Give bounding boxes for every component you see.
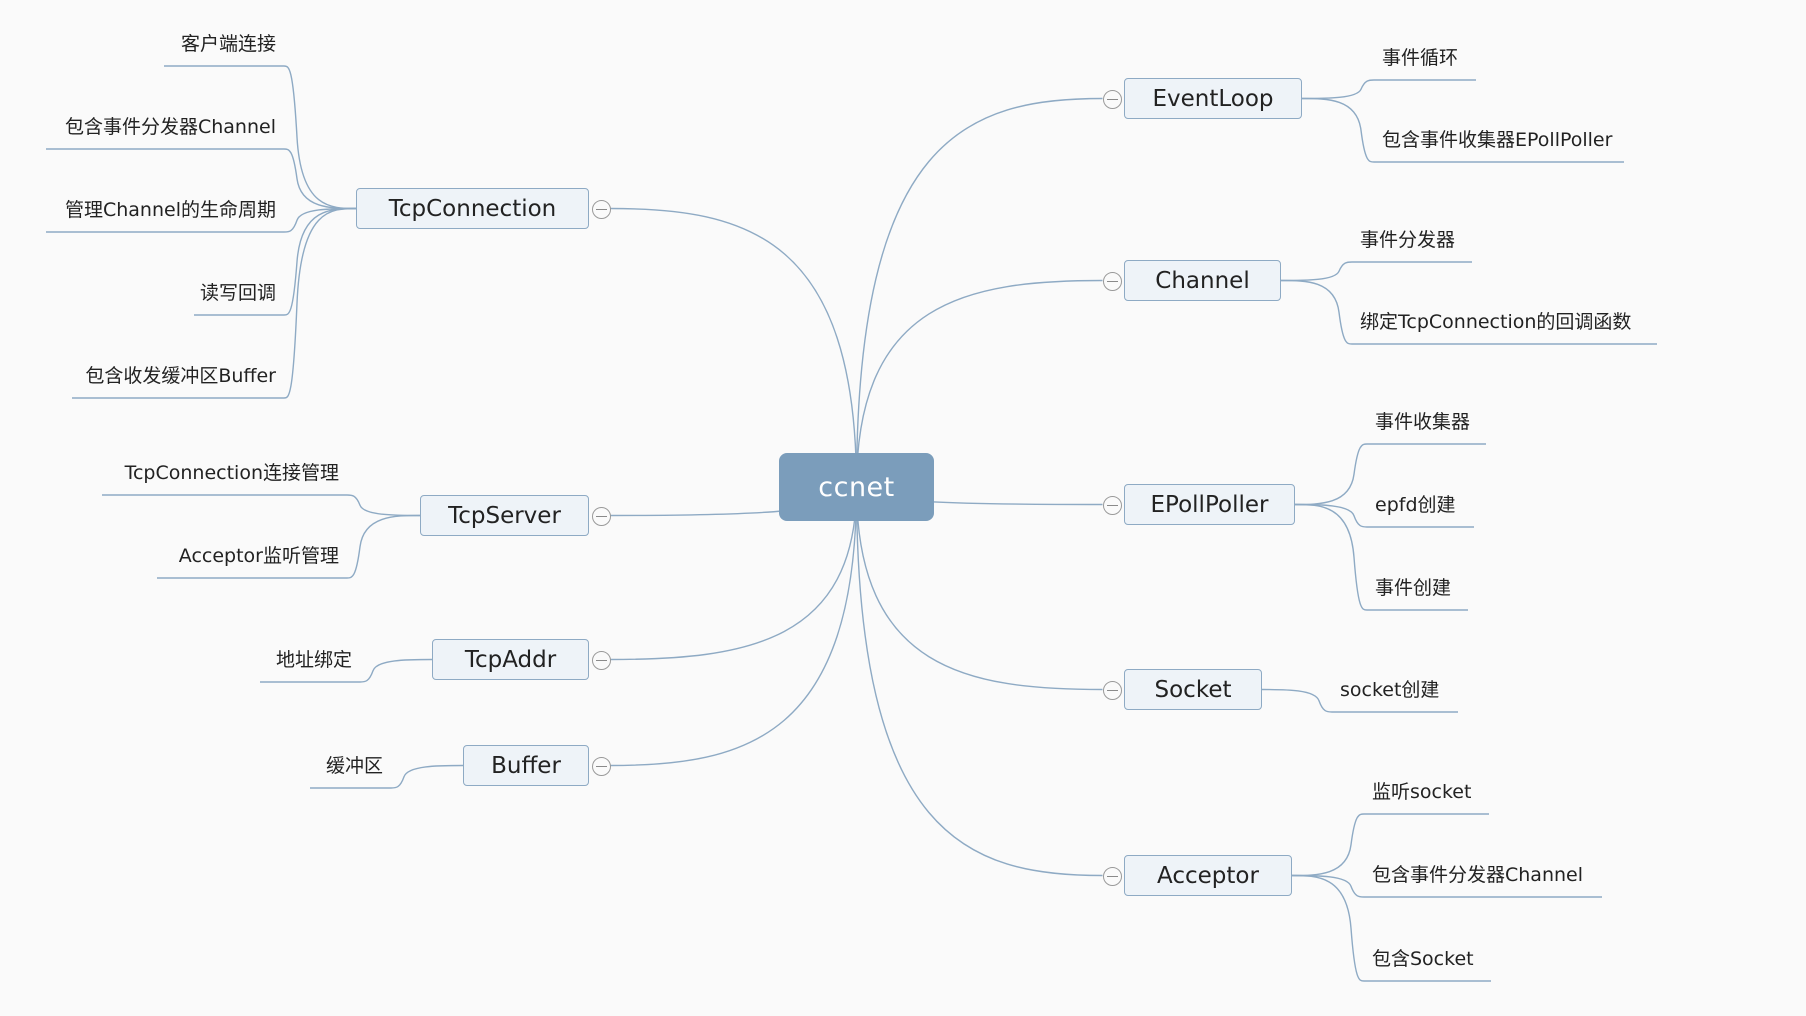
branch-node-tcpconnection[interactable]: TcpConnection: [356, 188, 589, 229]
branch-node-tcpaddr[interactable]: TcpAddr: [432, 639, 589, 680]
leaf-acceptor-2: 包含Socket: [1372, 948, 1474, 970]
collapse-toggle-tcpserver[interactable]: [591, 506, 611, 526]
collapse-toggle-buffer[interactable]: [591, 756, 611, 776]
connector-root-acceptor: [855, 486, 1103, 877]
leaf-acceptor-0: 监听socket: [1372, 781, 1472, 803]
leaf-tcpserver-0: TcpConnection连接管理: [124, 462, 339, 484]
leaf-acceptor-1: 包含事件分发器Channel: [1372, 864, 1584, 886]
connector-root-tcpconnection: [610, 207, 858, 488]
connector-leaf-channel-0: [1280, 261, 1472, 282]
branch-node-socket[interactable]: Socket: [1124, 669, 1262, 710]
leaf-tcpserver-1: Acceptor监听管理: [178, 545, 339, 567]
connector-root-buffer: [610, 486, 858, 767]
leaf-eventloop-0: 事件循环: [1382, 47, 1459, 69]
branch-node-tcpserver[interactable]: TcpServer: [420, 495, 589, 536]
root-node[interactable]: ccnet: [779, 453, 934, 521]
leaf-tcpconnection-3: 读写回调: [199, 282, 276, 304]
leaf-buffer-0: 缓冲区: [325, 755, 383, 777]
leaf-tcpconnection-0: 客户端连接: [180, 33, 276, 55]
collapse-toggle-epollpoller[interactable]: [1102, 495, 1122, 515]
connector-leaf-tcpserver-0: [102, 494, 421, 517]
branch-node-epollpoller[interactable]: EPollPoller: [1124, 484, 1295, 525]
leaf-tcpconnection-1: 包含事件分发器Channel: [64, 116, 276, 138]
collapse-toggle-socket[interactable]: [1102, 680, 1122, 700]
collapse-toggle-acceptor[interactable]: [1102, 866, 1122, 886]
leaf-tcpconnection-4: 包含收发缓冲区Buffer: [85, 365, 276, 387]
leaf-channel-0: 事件分发器: [1360, 229, 1456, 251]
leaf-epollpoller-0: 事件收集器: [1375, 411, 1471, 433]
leaf-socket-0: socket创建: [1340, 679, 1440, 701]
connector-root-eventloop: [855, 97, 1103, 488]
branch-node-acceptor[interactable]: Acceptor: [1124, 855, 1292, 896]
collapse-toggle-tcpaddr[interactable]: [591, 650, 611, 670]
collapse-toggle-eventloop[interactable]: [1102, 89, 1122, 109]
leaf-tcpaddr-0: 地址绑定: [275, 649, 352, 671]
leaf-eventloop-1: 包含事件收集器EPollPoller: [1382, 129, 1613, 151]
leaf-tcpconnection-2: 管理Channel的生命周期: [64, 199, 276, 221]
branch-node-channel[interactable]: Channel: [1124, 260, 1281, 301]
leaf-epollpoller-2: 事件创建: [1375, 577, 1452, 599]
connector-leaf-eventloop-0: [1301, 79, 1476, 100]
branch-node-eventloop[interactable]: EventLoop: [1124, 78, 1302, 119]
leaf-epollpoller-1: epfd创建: [1375, 494, 1456, 516]
collapse-toggle-channel[interactable]: [1102, 271, 1122, 291]
leaf-channel-1: 绑定TcpConnection的回调函数: [1360, 311, 1632, 333]
branch-node-buffer[interactable]: Buffer: [463, 745, 589, 786]
collapse-toggle-tcpconnection[interactable]: [591, 199, 611, 219]
